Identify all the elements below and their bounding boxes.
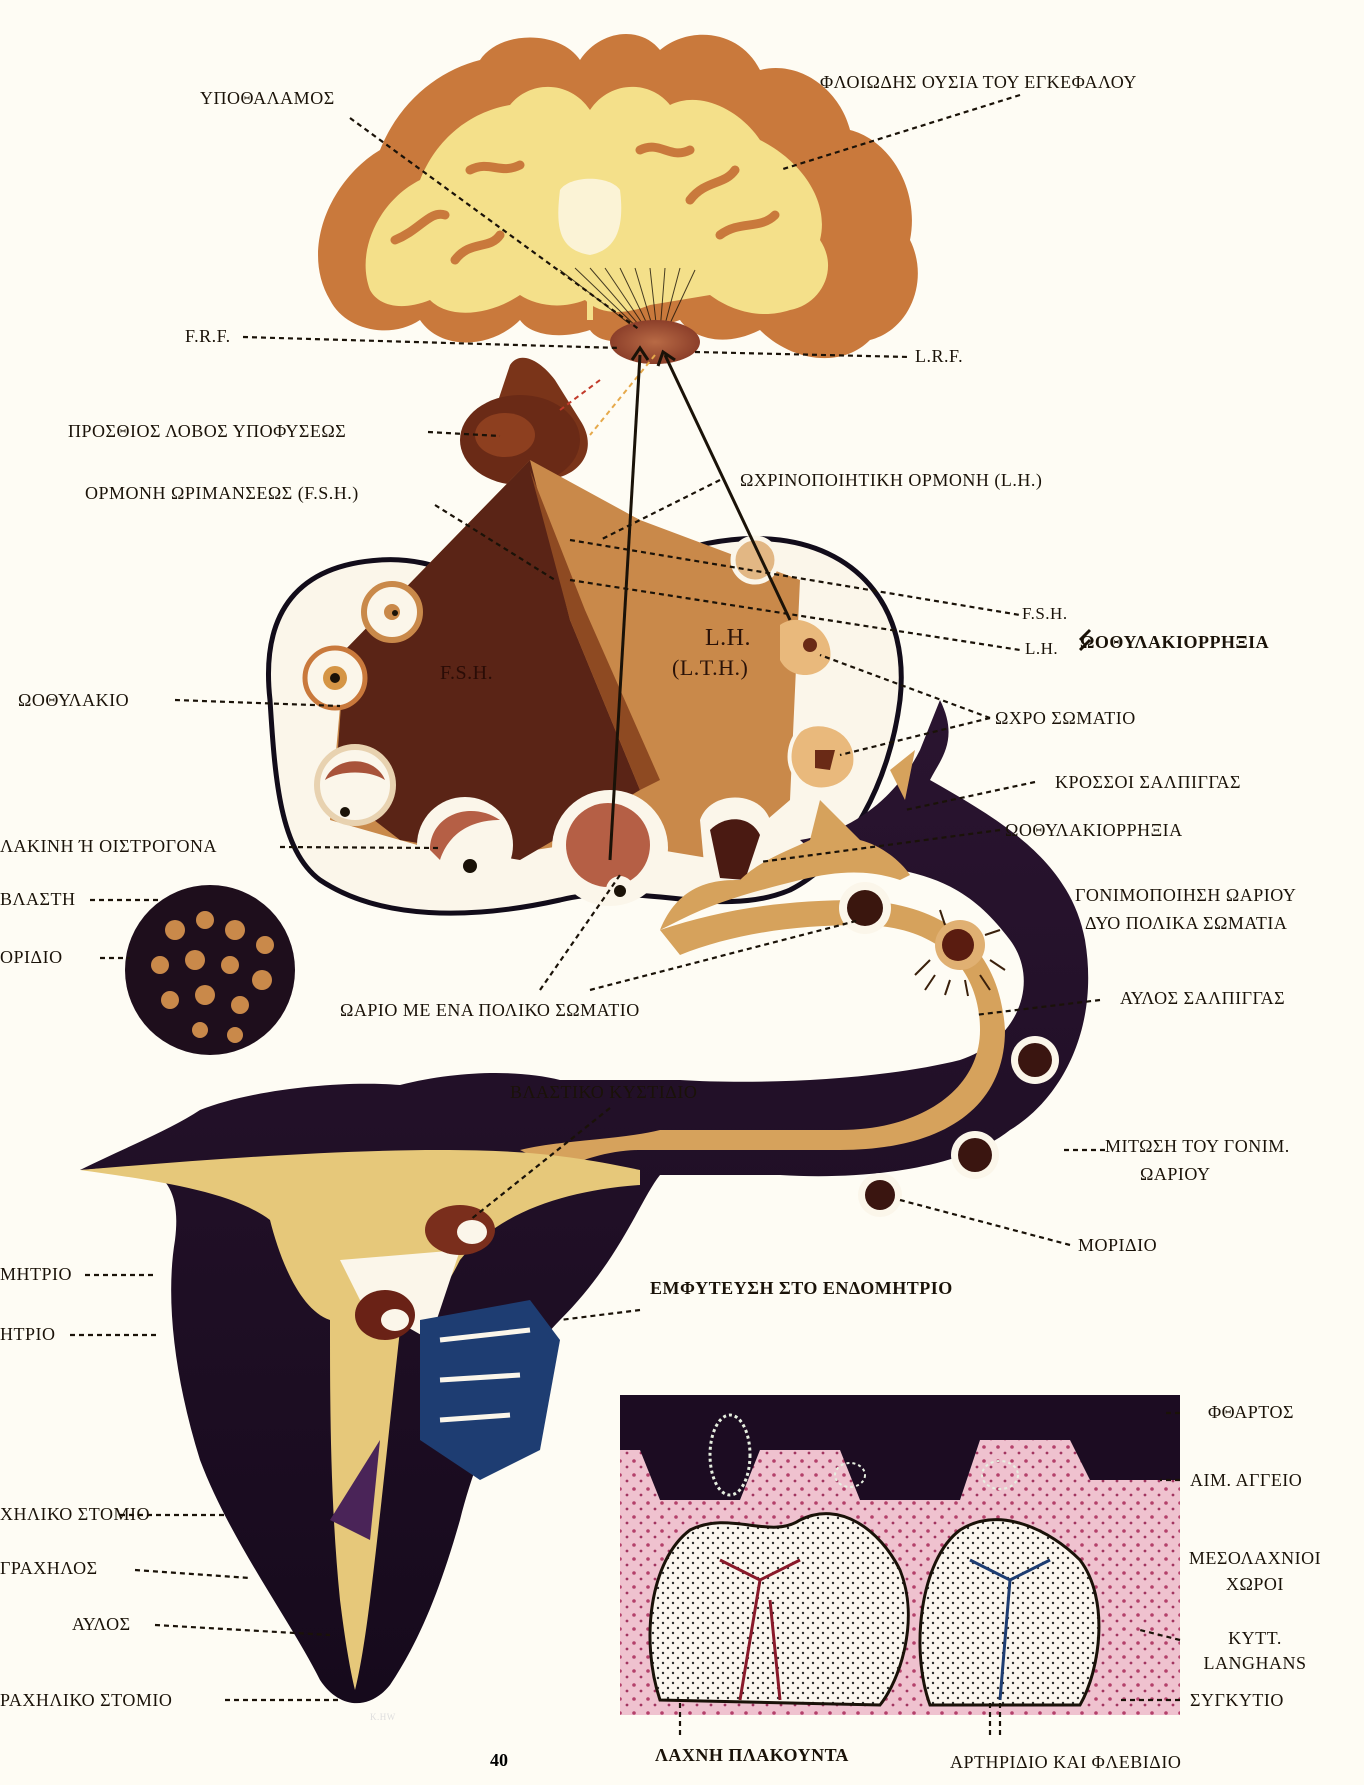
- label-lrf: L.R.F.: [915, 346, 963, 367]
- label-ovulation: ΩΟΘΥΛΑΚΙΟΡΡΗΞΙΑ: [1005, 820, 1183, 841]
- artist-signature: K.HW: [370, 1712, 396, 1722]
- label-myometrium: ΗΤΡΙΟ: [0, 1324, 56, 1345]
- label-fsh-short: F.S.H.: [1022, 604, 1068, 624]
- label-ovulation-bold: ΩΟΘΥΛΑΚΙΟΡΡΗΞΙΑ: [1080, 632, 1269, 653]
- label-cortex: ΦΛΟΙΩΔΗΣ ΟΥΣΙΑ ΤΟΥ ΕΓΚΕΦΑΛΟΥ: [820, 72, 1137, 93]
- label-fertilization-2: ΔΥΟ ΠΟΛΙΚΑ ΣΩΜΑΤΙΑ: [1085, 913, 1287, 934]
- label-mitosis-2: ΩΑΡΙΟΥ: [1140, 1164, 1210, 1185]
- label-cervix: ΓΡΑΧΗΛΟΣ: [0, 1558, 98, 1579]
- label-syncytium: ΣΥΓΚΥΤΙΟ: [1190, 1690, 1284, 1711]
- label-intervillous-1: ΜΕΣΟΛΑΧΝΙΟΙ: [1175, 1548, 1335, 1569]
- label-fsh-hormone: ΟΡΜΟΝΗ ΩΡΙΜΑΝΣΕΩΣ (F.S.H.): [85, 483, 359, 504]
- label-external-os: ΡΑΧΗΛΙΚΟ ΣΤΟΜΙΟ: [0, 1690, 172, 1711]
- label-blood-vessel: ΑΙΜ. ΑΓΓΕΙΟ: [1190, 1470, 1302, 1491]
- label-intervillous-2: ΧΩΡΟΙ: [1175, 1574, 1335, 1595]
- label-endometrium: ΜΗΤΡΙΟ: [0, 1264, 72, 1285]
- label-blastula: ΒΛΑΣΤΗ: [0, 889, 76, 910]
- page-number: 40: [490, 1750, 508, 1771]
- label-mitosis-1: ΜΙΤΩΣΗ ΤΟΥ ΓΟΝΙΜ.: [1105, 1136, 1290, 1157]
- placenta-inset: [620, 1395, 1180, 1715]
- hypothalamus-nucleus: [610, 320, 700, 364]
- label-canal: ΑΥΛΟΣ: [72, 1614, 131, 1635]
- label-ovum-polar: ΩΑΡΙΟ ΜΕ ΕΝΑ ΠΟΛΙΚΟ ΣΩΜΑΤΙΟ: [340, 1000, 640, 1021]
- label-lh-short: L.H.: [1025, 639, 1058, 659]
- label-morula: ΜΟΡΙΔΙΟ: [1078, 1235, 1157, 1256]
- label-frf: F.R.F.: [185, 326, 231, 347]
- label-anterior-pituitary: ΠΡΟΣΘΙΟΣ ΛΟΒΟΣ ΥΠΟΦΥΣΕΩΣ: [68, 421, 346, 442]
- label-langhans-2: LANGHANS: [1195, 1653, 1315, 1674]
- label-placental-villus: ΛΑΧΝΗ ΠΛΑΚΟΥΝΤΑ: [655, 1745, 849, 1766]
- label-estrogen: ΛΑΚΙΝΗ Ή ΟΙΣΤΡΟΓΟΝΑ: [0, 836, 217, 857]
- label-internal-os: ΧΗΛΙΚΟ ΣΤΟΜΙΟ: [0, 1504, 150, 1525]
- region-label-lth: (L.T.H.): [672, 655, 748, 681]
- label-follicle: ΩΟΘΥΛΑΚΙΟ: [18, 690, 129, 711]
- implantation-site: [420, 1300, 560, 1480]
- morula-cross-section: [125, 885, 295, 1055]
- label-corpus-luteum: ΩΧΡΟ ΣΩΜΑΤΙΟ: [995, 708, 1136, 729]
- label-hypothalamus: ΥΠΟΘΑΛΑΜΟΣ: [200, 88, 335, 109]
- label-implantation: ΕΜΦΥΤΕΥΣΗ ΣΤΟ ΕΝΔΟΜΗΤΡΙΟ: [650, 1278, 953, 1299]
- label-lh-hormone: ΩΧΡΙΝΟΠΟΙΗΤΙΚΗ ΟΡΜΟΝΗ (L.H.): [740, 470, 1042, 491]
- label-fimbriae: ΚΡΟΣΣΟΙ ΣΑΛΠΙΓΓΑΣ: [1055, 772, 1241, 793]
- label-langhans-1: ΚΥΤΤ.: [1195, 1628, 1315, 1649]
- label-tube-canal: ΑΥΛΟΣ ΣΑΛΠΙΓΓΑΣ: [1120, 988, 1285, 1009]
- label-fertilization-1: ΓΟΝΙΜΟΠΟΙΗΣΗ ΩΑΡΙΟΥ: [1075, 885, 1296, 906]
- label-arteriole-venule: ΑΡΤΗΡΙΔΙΟ ΚΑΙ ΦΛΕΒΙΔΙΟ: [950, 1752, 1181, 1773]
- region-label-lh: L.H.: [705, 625, 751, 652]
- label-morula-left: ΟΡΙΔΙΟ: [0, 947, 63, 968]
- region-label-fsh: F.S.H.: [440, 662, 493, 685]
- label-decidua: ΦΘΑΡΤΟΣ: [1208, 1402, 1294, 1423]
- label-blastocyst: ΒΛΑΣΤΙΚΟ ΚΥΣΤΙΔΙΟ: [510, 1082, 697, 1103]
- pituitary: [460, 355, 655, 485]
